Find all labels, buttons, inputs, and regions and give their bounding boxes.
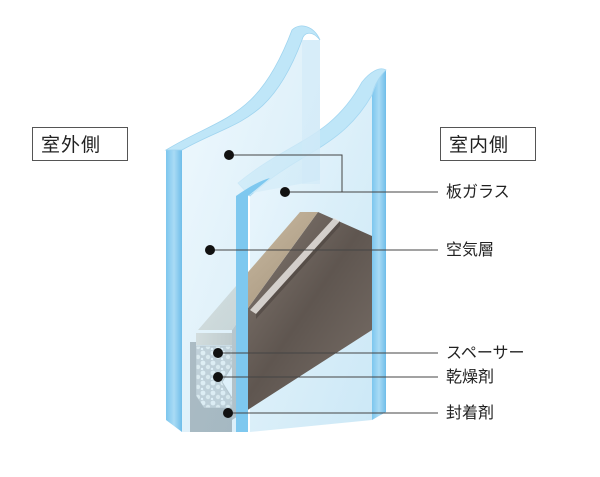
outdoor-glass-face bbox=[182, 40, 320, 432]
leader-dots bbox=[205, 150, 290, 418]
dot-spacer bbox=[213, 348, 223, 358]
callout-air-layer: 空気層 bbox=[446, 240, 495, 259]
dot-desiccant bbox=[213, 372, 223, 382]
callout-glass: 板ガラス bbox=[446, 182, 510, 201]
outdoor-glass-right-edge bbox=[236, 178, 270, 432]
outdoor-glass-left-edge bbox=[166, 150, 182, 432]
callout-desiccant: 乾燥剤 bbox=[446, 367, 495, 386]
callout-spacer: スペーサー bbox=[446, 343, 525, 362]
dot-air bbox=[205, 245, 215, 255]
outdoor-glass-pane bbox=[164, 25, 321, 432]
indoor-side-label: 室内側 bbox=[440, 127, 536, 161]
spacer-groove bbox=[250, 218, 340, 314]
spacer-front bbox=[232, 212, 372, 420]
indoor-glass-edge bbox=[372, 70, 386, 420]
callout-sealant: 封着剤 bbox=[446, 403, 495, 422]
dot-glass-indoor bbox=[280, 187, 290, 197]
dot-sealant bbox=[223, 408, 233, 418]
dot-glass-outdoor bbox=[224, 150, 234, 160]
outdoor-side-label: 室外側 bbox=[32, 127, 128, 161]
leader-lines bbox=[210, 154, 438, 414]
